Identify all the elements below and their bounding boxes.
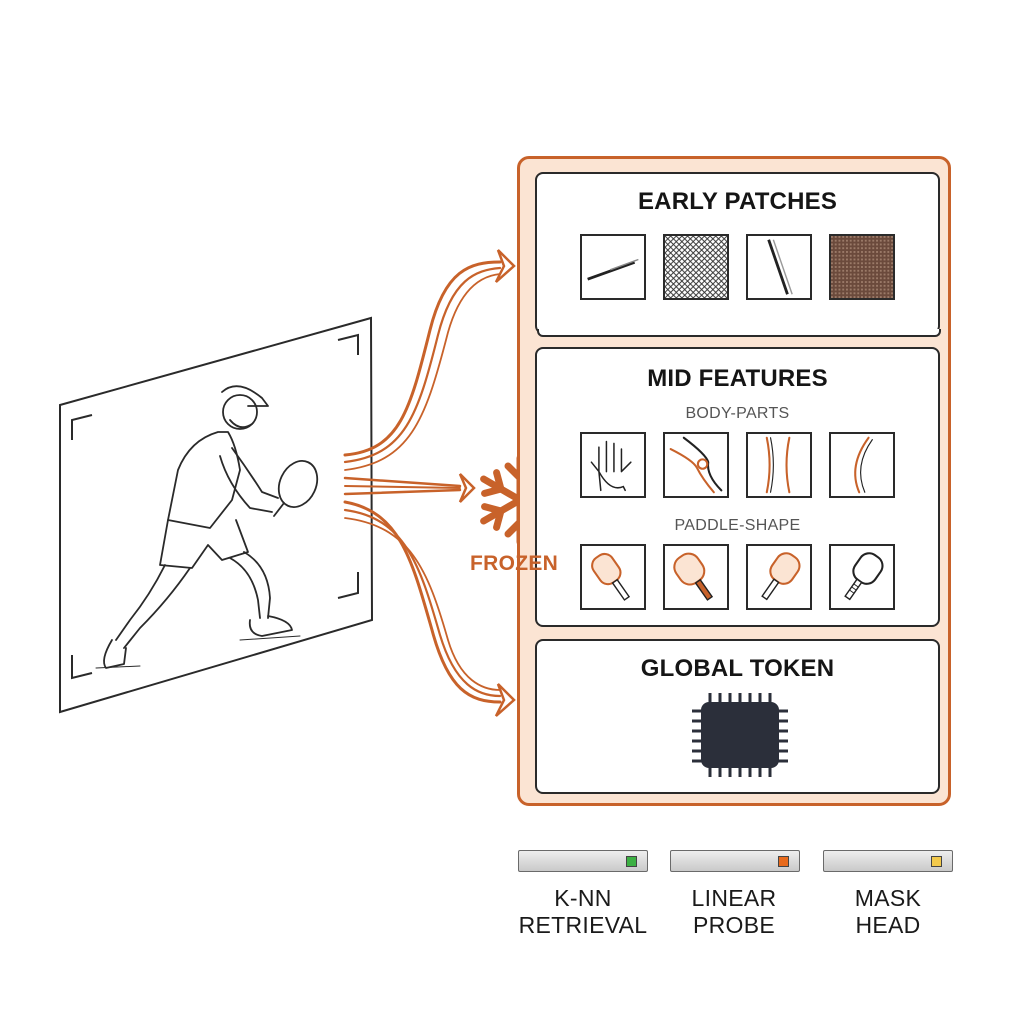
early-panel-shadow	[537, 329, 941, 337]
paddle-shape-label: PADDLE-SHAPE	[674, 517, 801, 534]
early-patches-panel: EARLY PATCHES	[535, 172, 940, 334]
patch-texture	[829, 234, 895, 300]
body-part-knee	[663, 432, 729, 498]
frozen-label: FROZEN	[470, 552, 559, 575]
head-label: MASK HEAD	[808, 885, 968, 939]
head-bar	[518, 850, 648, 872]
body-part-limb	[829, 432, 895, 498]
chip-icon	[692, 693, 788, 777]
head-label: K-NN RETRIEVAL	[503, 885, 663, 939]
patch-crosshatch	[663, 234, 729, 300]
head-label-line1: MASK	[854, 885, 922, 911]
head-label-line2: RETRIEVAL	[518, 912, 648, 938]
panel-title: MID FEATURES	[647, 365, 828, 392]
head-label: LINEAR PROBE	[654, 885, 814, 939]
pickleball-player-sketch	[95, 385, 319, 669]
body-part-hand	[580, 432, 646, 498]
body-part-torso	[746, 432, 812, 498]
head-label-line1: K-NN	[554, 885, 612, 911]
head-label-line2: PROBE	[692, 912, 776, 938]
status-indicator	[626, 856, 637, 867]
paddle-shape-3	[746, 544, 812, 610]
mid-features-panel: MID FEATURES BODY-PARTS	[535, 347, 940, 627]
paddle-shape-4	[829, 544, 895, 610]
status-indicator	[778, 856, 789, 867]
paddle-shape-2	[663, 544, 729, 610]
frozen-backbone: EARLY PATCHES MID FEATURES BODY-PARTS	[517, 156, 951, 806]
panel-title: EARLY PATCHES	[637, 188, 838, 215]
patch-edge-diagonal	[580, 234, 646, 300]
status-indicator	[931, 856, 942, 867]
paddle-shape-1	[580, 544, 646, 610]
head-bar	[823, 850, 953, 872]
input-image	[59, 316, 374, 714]
patch-edge-vertical	[746, 234, 812, 300]
global-token-panel: GLOBAL TOKEN	[535, 639, 940, 794]
panel-title: GLOBAL TOKEN	[640, 655, 835, 682]
feature-flow-arrows	[343, 249, 516, 717]
head-label-line1: LINEAR	[691, 885, 777, 911]
body-parts-label: BODY-PARTS	[685, 405, 790, 422]
frame-corner-marks	[71, 333, 359, 680]
head-label-line2: HEAD	[855, 912, 921, 938]
head-bar	[670, 850, 800, 872]
